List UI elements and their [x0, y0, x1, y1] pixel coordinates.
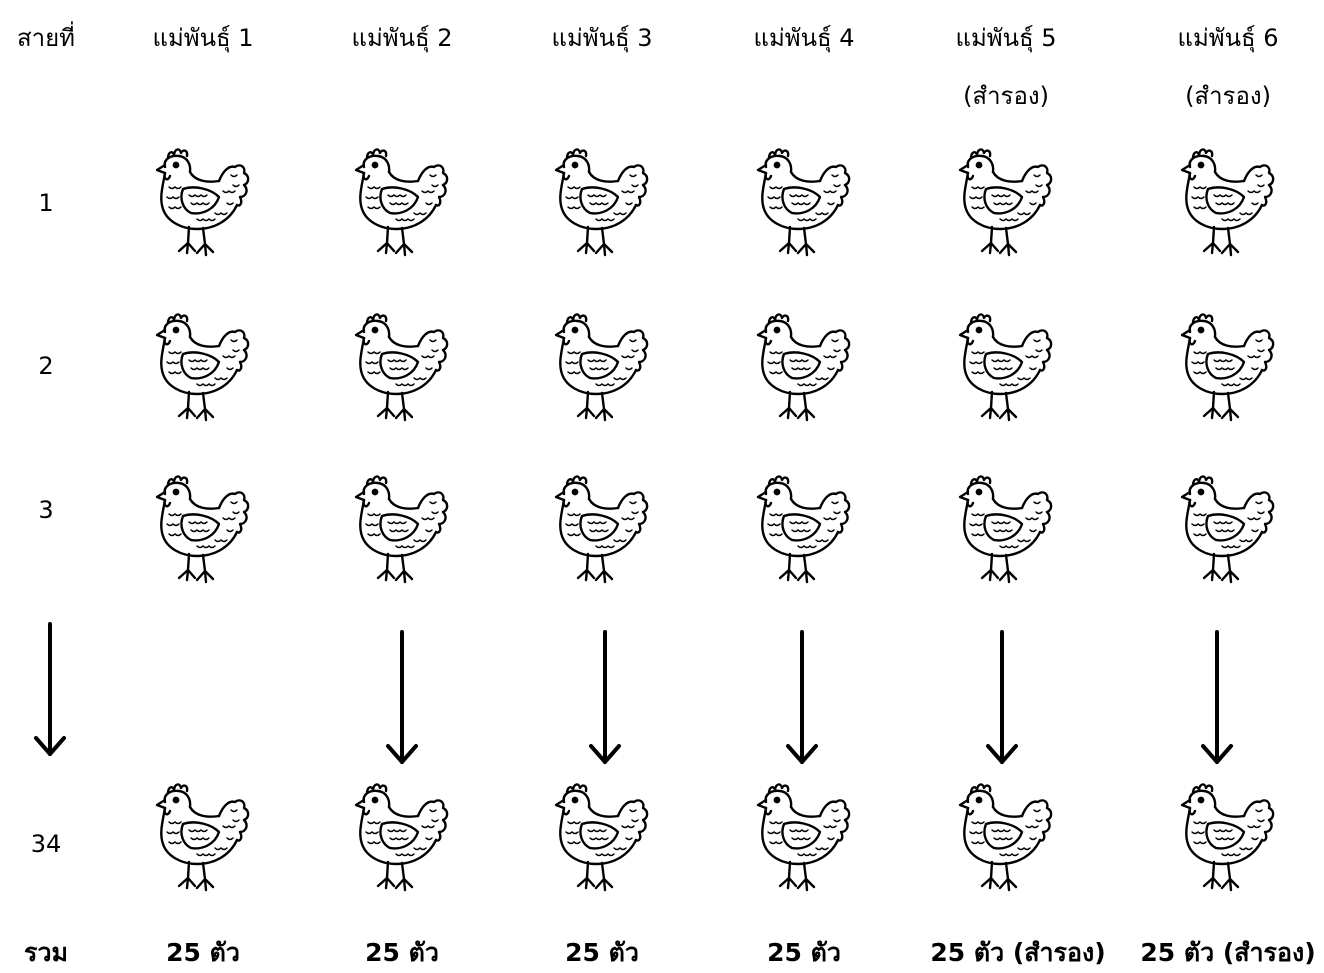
breed-header-4: แม่พันธุ์ 4	[753, 18, 854, 58]
total-value-6: 25 ตัว (สำรอง)	[1140, 936, 1315, 970]
breed-header-6-note: (สำรอง)	[1185, 76, 1271, 116]
total-value-5: 25 ตัว (สำรอง)	[930, 936, 1105, 970]
hen-icon	[352, 308, 452, 428]
breed-header-3: แม่พันธุ์ 3	[551, 18, 652, 58]
line-header: สายที่	[17, 18, 75, 58]
down-arrow-icon	[982, 630, 1022, 768]
hen-icon	[1178, 470, 1278, 590]
hen-icon	[956, 778, 1056, 898]
hen-icon	[552, 308, 652, 428]
down-arrow-icon	[1197, 630, 1237, 768]
total-label: รวม	[24, 936, 68, 970]
row-label-4: 34	[31, 829, 62, 859]
hen-icon	[153, 470, 253, 590]
total-value-1: 25 ตัว	[166, 936, 240, 970]
hen-icon	[552, 143, 652, 263]
hen-icon	[754, 308, 854, 428]
hen-icon	[754, 470, 854, 590]
hen-icon	[1178, 143, 1278, 263]
down-arrow-icon	[30, 622, 70, 760]
total-value-3: 25 ตัว	[565, 936, 639, 970]
down-arrow-icon	[382, 630, 422, 768]
breed-header-1: แม่พันธุ์ 1	[152, 18, 253, 58]
hen-icon	[352, 778, 452, 898]
hen-icon	[754, 143, 854, 263]
breed-header-2: แม่พันธุ์ 2	[351, 18, 452, 58]
hen-icon	[352, 470, 452, 590]
hen-icon	[956, 143, 1056, 263]
hen-icon	[153, 308, 253, 428]
hen-icon	[552, 470, 652, 590]
row-label-2: 2	[38, 351, 53, 381]
hen-icon	[352, 143, 452, 263]
hen-icon	[1178, 308, 1278, 428]
hen-icon	[153, 778, 253, 898]
hen-icon	[153, 143, 253, 263]
row-label-3: 3	[38, 495, 53, 525]
hen-icon	[754, 778, 854, 898]
hen-icon	[956, 308, 1056, 428]
total-value-2: 25 ตัว	[365, 936, 439, 970]
total-value-4: 25 ตัว	[767, 936, 841, 970]
breed-header-5-note: (สำรอง)	[963, 76, 1049, 116]
down-arrow-icon	[585, 630, 625, 768]
hen-icon	[1178, 778, 1278, 898]
down-arrow-icon	[782, 630, 822, 768]
hen-icon	[552, 778, 652, 898]
breed-header-6: แม่พันธุ์ 6	[1177, 18, 1278, 58]
row-label-1: 1	[38, 188, 53, 218]
breed-header-5: แม่พันธุ์ 5	[955, 18, 1056, 58]
hen-icon	[956, 470, 1056, 590]
